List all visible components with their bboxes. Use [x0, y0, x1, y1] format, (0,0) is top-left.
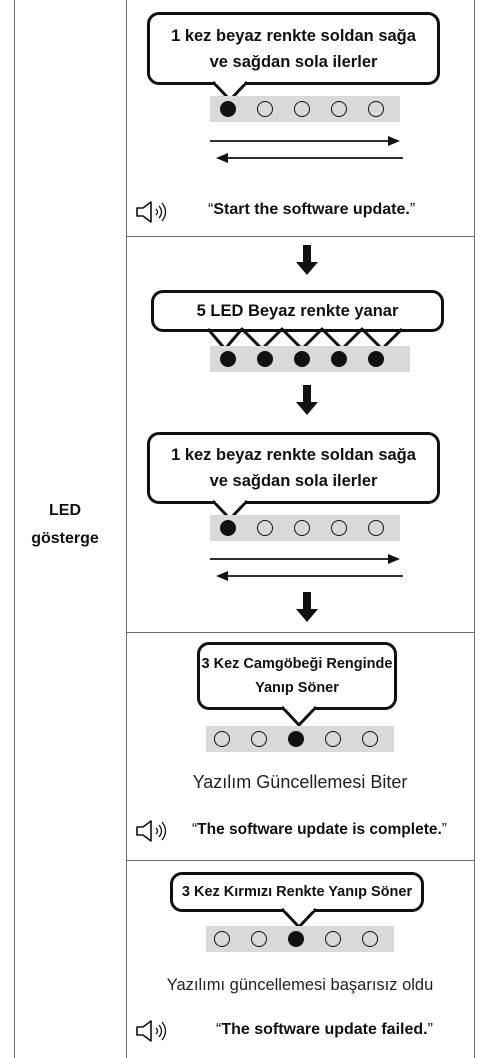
led-on-3 [294, 351, 310, 367]
led-off-3 [294, 101, 310, 117]
voice-text: The software update failed. [221, 1021, 428, 1038]
led-off-4 [331, 520, 347, 536]
quote-open: “ [208, 201, 214, 218]
row-label: LED gösterge [15, 497, 115, 553]
voice-message-start: “Start the software update.” [208, 201, 415, 219]
led-off-2 [251, 731, 267, 747]
led-on-5 [368, 351, 384, 367]
voice-text: Start the software update. [213, 201, 410, 218]
bubble-line1: 1 kez beyaz renkte soldan sağa [171, 446, 416, 464]
bubble-line2: ve sağdan sola ilerler [209, 472, 378, 490]
sweep-arrows-icon [210, 136, 403, 163]
led-off-4 [325, 931, 341, 947]
led-off-3 [294, 520, 310, 536]
led-off-5 [362, 731, 378, 747]
bubble-tail-icon [280, 705, 318, 727]
bubble-text: 5 LED Beyaz renkte yanar [196, 301, 399, 320]
voice-message-failed: “The software update failed.” [216, 1021, 433, 1039]
led-off-1 [214, 731, 230, 747]
speaker-icon [136, 820, 167, 842]
speech-bubble-sweep: 1 kez beyaz renkte soldan sağa ve sağdan… [147, 432, 440, 504]
section-rule-3 [126, 860, 474, 861]
led-off-4 [331, 101, 347, 117]
bubble-text: 3 Kez Kırmızı Renkte Yanıp Söner [181, 884, 413, 900]
down-arrow-icon [296, 385, 318, 415]
table-divider [126, 0, 127, 1058]
table-border-left [14, 0, 15, 1058]
led-on-1 [220, 101, 236, 117]
voice-message-complete: “The software update is complete.” [192, 821, 447, 839]
quote-close: ” [427, 1021, 433, 1038]
speech-bubble-red-blink: 3 Kez Kırmızı Renkte Yanıp Söner [170, 872, 424, 912]
led-off-2 [257, 520, 273, 536]
led-off-4 [325, 731, 341, 747]
led-on-1 [220, 520, 236, 536]
table-border-right [474, 0, 475, 1058]
voice-text: The software update is complete. [197, 821, 442, 838]
down-arrow-icon [296, 245, 318, 275]
row-label-line2: gösterge [31, 530, 99, 547]
status-message: Yazılım Güncellemesi Biter [192, 772, 408, 792]
quote-close: ” [409, 201, 416, 218]
led-off-1 [214, 931, 230, 947]
row-label-line1: LED [49, 502, 81, 519]
quote-close: ” [441, 821, 447, 838]
down-arrow-icon [296, 592, 318, 622]
bubble-line2: Yanıp Söner [255, 680, 339, 696]
led-off-5 [362, 931, 378, 947]
speech-bubble-sweep: 1 kez beyaz renkte soldan sağa ve sağdan… [147, 12, 440, 85]
led-on-4 [331, 351, 347, 367]
speech-bubble-cyan-blink: 3 Kez Camgöbeği Renginde Yanıp Söner [197, 642, 397, 710]
section-rule-1 [126, 236, 474, 237]
led-on-2 [257, 351, 273, 367]
quote-open: “ [216, 1021, 222, 1038]
bubble-line1: 3 Kez Camgöbeği Renginde [201, 656, 393, 672]
led-on-3 [288, 731, 304, 747]
status-message: Yazılımı güncellemesi başarısız oldu [166, 976, 434, 994]
quote-open: “ [192, 821, 198, 838]
section-rule-2 [126, 632, 474, 633]
sweep-arrows-icon [210, 554, 403, 581]
speaker-icon [136, 201, 167, 223]
led-off-2 [257, 101, 273, 117]
led-on-1 [220, 351, 236, 367]
speaker-icon [136, 1020, 167, 1042]
led-off-5 [368, 520, 384, 536]
speech-bubble-all-on: 5 LED Beyaz renkte yanar [151, 290, 444, 332]
bubble-line1: 1 kez beyaz renkte soldan sağa [171, 26, 416, 45]
led-off-5 [368, 101, 384, 117]
bubble-line2: ve sağdan sola ilerler [209, 52, 378, 71]
led-off-2 [251, 931, 267, 947]
led-on-3 [288, 931, 304, 947]
